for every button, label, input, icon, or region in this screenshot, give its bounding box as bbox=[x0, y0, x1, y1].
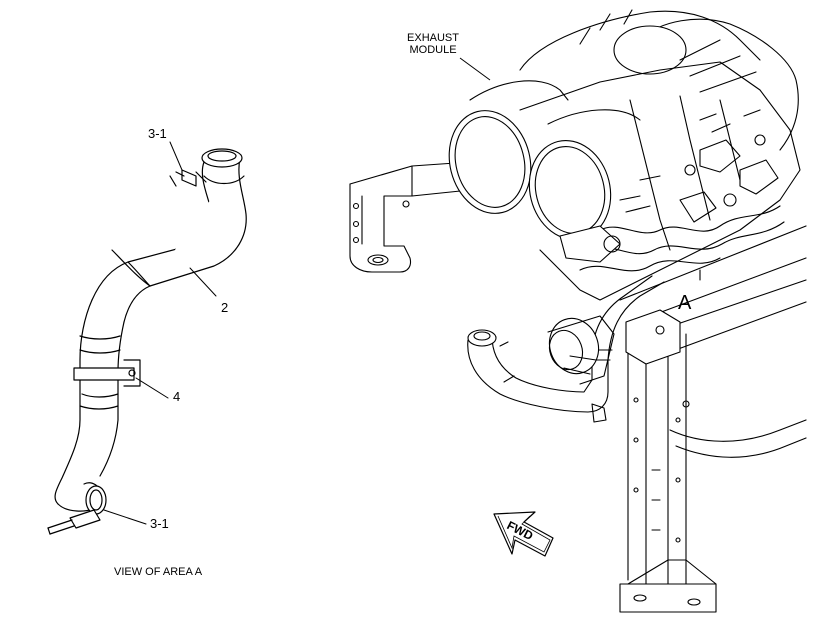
vertical-stand bbox=[627, 329, 687, 597]
hose-bottom-clamp bbox=[69, 509, 101, 529]
callout-2: 2 bbox=[221, 300, 229, 315]
mount-pedestal bbox=[625, 309, 681, 365]
exhaust-module-back-cylinder bbox=[519, 10, 761, 71]
hose-upper-elbow-outer bbox=[123, 157, 247, 323]
leader-4 bbox=[135, 377, 169, 399]
leader-3-1-top bbox=[169, 141, 183, 171]
installed-hose bbox=[467, 281, 665, 413]
engine-exhaust-view bbox=[349, 9, 807, 613]
exhaust-module-label-line2: MODULE bbox=[409, 44, 457, 56]
exhaust-outlet-ring-left bbox=[448, 110, 532, 214]
callout-3-1-bottom: 3-1 bbox=[150, 516, 169, 531]
frame-rail-lower bbox=[669, 419, 807, 442]
frame-rail-upper bbox=[619, 225, 807, 321]
view-caption: VIEW OF AREA A bbox=[114, 566, 203, 578]
support-strap-clamp bbox=[73, 367, 135, 381]
exhaust-module-body bbox=[519, 61, 801, 301]
leader-3-1-bottom bbox=[103, 509, 147, 525]
fwd-arrow-shape bbox=[493, 511, 554, 557]
leader-2 bbox=[189, 267, 217, 297]
callout-4: 4 bbox=[173, 389, 181, 404]
exhaust-module-label: EXHAUST MODULE bbox=[398, 32, 468, 56]
hose-mid-section bbox=[54, 299, 93, 505]
hose-top-cuff bbox=[201, 148, 243, 168]
exhaust-module-label-line1: EXHAUST bbox=[407, 32, 459, 44]
mounting-bracket-left bbox=[349, 183, 471, 273]
area-marker-a: A bbox=[678, 292, 692, 314]
hose-assembly-view bbox=[47, 141, 247, 535]
fwd-arrow: FWD bbox=[493, 511, 554, 557]
hose-top-clamp bbox=[181, 169, 207, 187]
leader-exhaust-module bbox=[459, 57, 491, 81]
callout-3-1-top: 3-1 bbox=[148, 126, 167, 141]
